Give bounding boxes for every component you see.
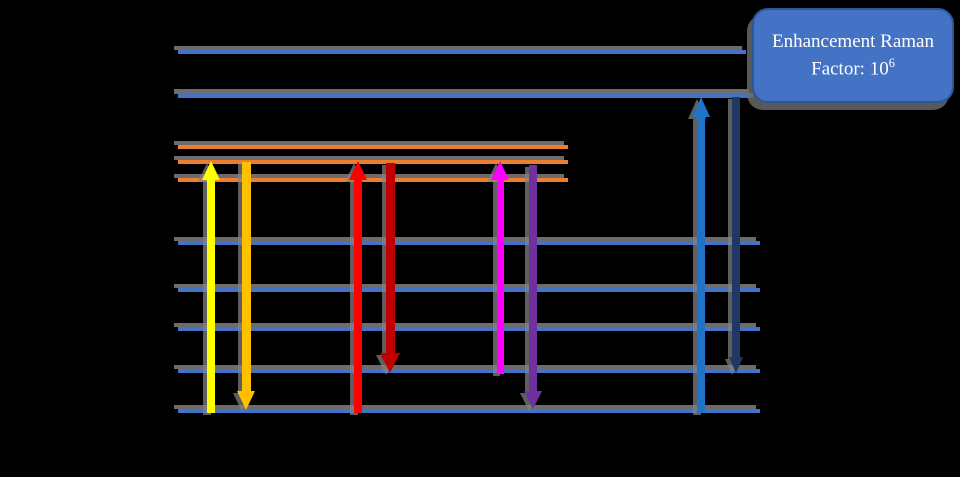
purple-emission-arrow-shaft bbox=[529, 165, 537, 391]
gold-emission-arrow bbox=[237, 162, 255, 410]
purple-emission-arrow-head bbox=[524, 391, 542, 409]
gold-emission-arrow-head bbox=[237, 391, 255, 410]
purple-emission-arrow bbox=[524, 165, 542, 409]
red-excitation-arrow bbox=[349, 161, 367, 413]
yellow-excitation-arrow-shaft bbox=[207, 180, 215, 413]
red-excitation-arrow-head bbox=[349, 161, 367, 180]
callout-line1: Enhancement Raman bbox=[772, 30, 934, 52]
blue-excitation-arrow bbox=[692, 97, 710, 413]
vibrational-level-1 bbox=[178, 369, 760, 373]
virtual-level-3 bbox=[178, 145, 568, 149]
callout-line2-exponent: 6 bbox=[888, 56, 895, 71]
enhancement-raman-callout: Enhancement Raman Factor: 106 bbox=[752, 8, 954, 103]
virtual-level-1 bbox=[178, 178, 568, 182]
magenta-excitation-arrow bbox=[491, 161, 509, 374]
ground-level bbox=[178, 409, 760, 413]
callout-line2: Factor: 106 bbox=[811, 55, 895, 83]
gold-emission-arrow-shaft bbox=[241, 162, 251, 391]
electronic-level-upper-2 bbox=[178, 50, 746, 54]
vibrational-level-4 bbox=[178, 241, 760, 245]
blue-excitation-arrow-shaft bbox=[697, 117, 705, 413]
virtual-level-2 bbox=[178, 160, 568, 164]
magenta-excitation-arrow-head bbox=[491, 161, 509, 180]
blue-excitation-arrow-head bbox=[692, 97, 710, 117]
navy-emission-arrow-shaft bbox=[732, 97, 740, 357]
red-excitation-arrow-shaft bbox=[354, 180, 362, 413]
darkred-emission-arrow-head bbox=[380, 353, 400, 373]
vibrational-level-3 bbox=[178, 288, 760, 292]
vibrational-level-2 bbox=[178, 327, 760, 331]
navy-emission-arrow bbox=[729, 97, 744, 373]
yellow-excitation-arrow bbox=[202, 161, 220, 413]
yellow-excitation-arrow-head bbox=[202, 161, 220, 180]
darkred-emission-arrow-shaft bbox=[385, 163, 395, 353]
electronic-level-upper-1 bbox=[178, 92, 753, 98]
magenta-excitation-arrow-shaft bbox=[496, 180, 504, 374]
darkred-emission-arrow bbox=[380, 163, 400, 373]
callout-line2-base: Factor: 10 bbox=[811, 58, 889, 80]
navy-emission-arrow-head bbox=[729, 357, 743, 373]
